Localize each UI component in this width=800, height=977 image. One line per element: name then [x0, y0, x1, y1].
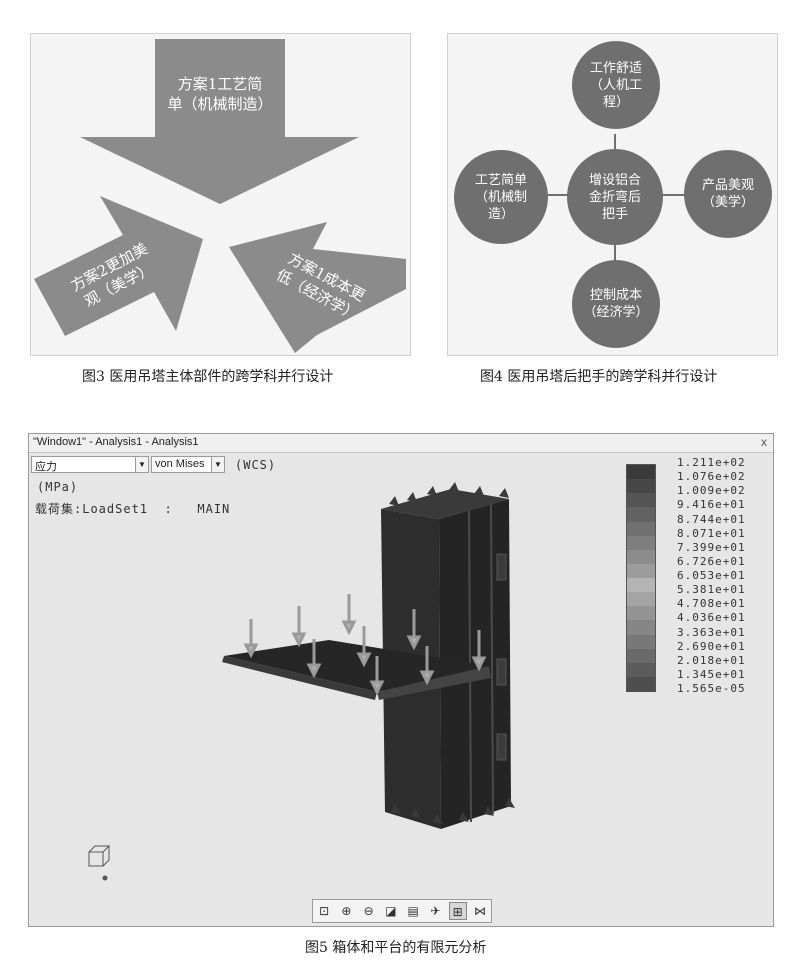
legend-cell: [627, 479, 655, 494]
legend-label: 9.416e+01: [677, 498, 746, 512]
fig3-panel: 方案1工艺简 单（机械制造） 方案2更加美 观（美学） 方案1成本更 低（经济学…: [30, 33, 411, 356]
cabinet-top-face: [381, 489, 509, 519]
chevron-down-icon[interactable]: ▼: [135, 457, 148, 472]
load-arrows: [243, 594, 487, 696]
fig4-panel: 工作舒适（人机工程） 增设铝合金折弯后把手 工艺简单（机械制造） 产品美观（美学…: [447, 33, 778, 356]
legend-cell: [627, 592, 655, 607]
legend-label: 1.345e+01: [677, 667, 746, 681]
spin-icon[interactable]: ✈: [430, 904, 441, 918]
legend-cell: [627, 578, 655, 593]
zoom-out-icon[interactable]: ⊖: [363, 904, 374, 918]
legend-cell: [627, 662, 655, 678]
window-titlebar: "Window1" - Analysis1 - Analysis1 x: [29, 434, 773, 453]
close-icon[interactable]: x: [761, 435, 767, 449]
fig4-caption: 图4 医用吊塔后把手的跨学科并行设计: [480, 369, 718, 385]
constraint-markers: [389, 482, 515, 824]
legend-label: 1.211e+02: [677, 456, 746, 469]
legend-label: 2.690e+01: [677, 639, 746, 653]
zoom-in-icon[interactable]: ⊕: [341, 904, 352, 918]
legend-label: 7.399e+01: [677, 540, 746, 554]
cabinet-slot: [496, 658, 507, 686]
node-center: 增设铝合金折弯后把手: [567, 149, 663, 245]
node-right-text: 产品美观（美学）: [701, 178, 754, 210]
node-bottom: 控制成本（经济学）: [572, 260, 660, 348]
legend-label: 8.744e+01: [677, 512, 746, 526]
left-arrow-shape: [34, 196, 203, 336]
legend-cell: [627, 606, 655, 621]
legend-cell: [627, 620, 655, 635]
legend-cell: [627, 648, 655, 664]
legend-cell: [627, 507, 655, 522]
legend-cell: [627, 521, 655, 537]
legend-cell: [627, 535, 655, 551]
legend-label: 8.071e+01: [677, 526, 746, 540]
measure-select[interactable]: von Mises ▼: [151, 456, 225, 473]
legend-cell: [627, 563, 655, 579]
top-arrow-text: 方案1工艺简 单（机械制造）: [155, 74, 285, 114]
legend-cell: [627, 549, 655, 565]
legend-label: 6.053e+01: [677, 569, 746, 582]
legend-cell: [627, 493, 655, 508]
legend-label: 1.565e-05: [677, 682, 746, 695]
legend-label: 1.076e+02: [677, 470, 746, 484]
legend-label: 6.726e+01: [677, 554, 746, 568]
fig5-caption: 图5 箱体和平台的有限元分析: [305, 940, 487, 956]
chevron-down-icon[interactable]: ▼: [211, 457, 224, 472]
view-toolbar: ⊡ ⊕ ⊖ ◪ ▤ ✈ ⊞ ⋈: [312, 899, 492, 923]
window-title: "Window1" - Analysis1 - Analysis1: [33, 436, 199, 448]
node-left-text: 工艺简单（机械制造）: [474, 172, 527, 222]
quantity-select[interactable]: 应力 ▼: [31, 456, 149, 473]
display-icon[interactable]: ⊞: [448, 902, 467, 920]
cabinet-slot: [496, 733, 507, 761]
fem-model-view: [88, 482, 515, 881]
view-icon[interactable]: ▤: [407, 904, 419, 918]
axis-triad-icon: [88, 845, 111, 881]
coord-system-label: (WCS): [235, 458, 277, 472]
platform-bracket: [377, 666, 491, 700]
platform-front: [222, 656, 377, 700]
legend-label: 5.381e+01: [677, 583, 746, 597]
node-center-text: 增设铝合金折弯后把手: [588, 172, 641, 222]
measure-select-value: von Mises: [155, 458, 205, 470]
fig3-arrows: [34, 39, 406, 353]
node-top-text: 工作舒适（人机工程）: [589, 60, 642, 110]
node-right: 产品美观（美学）: [684, 150, 772, 238]
legend-label: 4.036e+01: [677, 611, 746, 625]
legend-cell: [627, 634, 655, 650]
legend-label: 1.009e+02: [677, 484, 746, 498]
cabinet-edge: [490, 503, 494, 815]
units-label: (MPa): [37, 480, 79, 494]
quantity-select-value: 应力: [35, 461, 57, 473]
legend-cell: [627, 676, 655, 692]
platform-top: [224, 640, 489, 692]
network-icon[interactable]: ⋈: [473, 904, 486, 918]
legend-label: 2.018e+01: [677, 653, 746, 667]
load-set-label: 载荷集:LoadSet1 : MAIN: [35, 502, 231, 516]
node-bottom-text: 控制成本（经济学）: [583, 288, 649, 320]
legend-cell: [627, 465, 655, 480]
fig3-caption: 图3 医用吊塔主体部件的跨学科并行设计: [82, 369, 334, 385]
analysis-window: "Window1" - Analysis1 - Analysis1 x 应力 ▼…: [28, 433, 774, 927]
legend-label: 4.708e+01: [677, 597, 746, 611]
node-top: 工作舒适（人机工程）: [572, 41, 660, 129]
legend-label: 3.363e+01: [677, 625, 746, 639]
legend-colorbar: [626, 464, 656, 692]
top-arrow-line2: 单（机械制造）: [167, 95, 273, 113]
node-left: 工艺简单（机械制造）: [454, 150, 548, 244]
cabinet-slot: [496, 553, 507, 581]
shading-icon[interactable]: ◪: [385, 904, 397, 918]
top-arrow-shape: [80, 39, 359, 204]
right-arrow-shape: [229, 222, 406, 353]
zoom-fit-icon[interactable]: ⊡: [319, 904, 330, 918]
top-arrow-line1: 方案1工艺简: [177, 75, 263, 93]
